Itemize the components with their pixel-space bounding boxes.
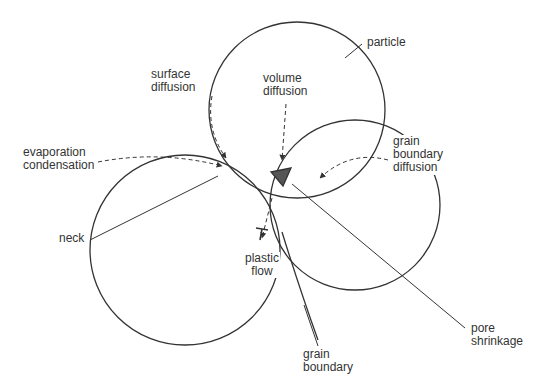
pore (271, 168, 291, 186)
diffusion-arrow (211, 96, 226, 158)
particle-circle (90, 155, 280, 345)
callout-label: evaporation condensation (22, 146, 95, 172)
evaporation-arrow (98, 157, 222, 166)
diffusion-arrow (320, 157, 388, 178)
callout-label: pore shrinkage (470, 322, 524, 348)
callout-label: neck (58, 232, 85, 245)
callout-label: plastic flow (244, 252, 280, 278)
dislocation-symbol (256, 228, 268, 240)
callout-label: volume diffusion (262, 72, 308, 98)
callout-label: surface diffusion (150, 68, 196, 94)
grain-boundary-arc (282, 232, 318, 340)
leader-line (345, 44, 362, 58)
callout-label: particle (366, 36, 407, 49)
diffusion-arrow (282, 104, 286, 160)
callout-label: grain boundary (302, 348, 354, 374)
leader-line (292, 184, 465, 328)
leader-line (304, 305, 318, 346)
callout-label: grain boundary diffusion (392, 135, 444, 175)
flow-arrow (262, 198, 272, 238)
leader-line (90, 176, 218, 240)
particle-circle (209, 22, 385, 198)
